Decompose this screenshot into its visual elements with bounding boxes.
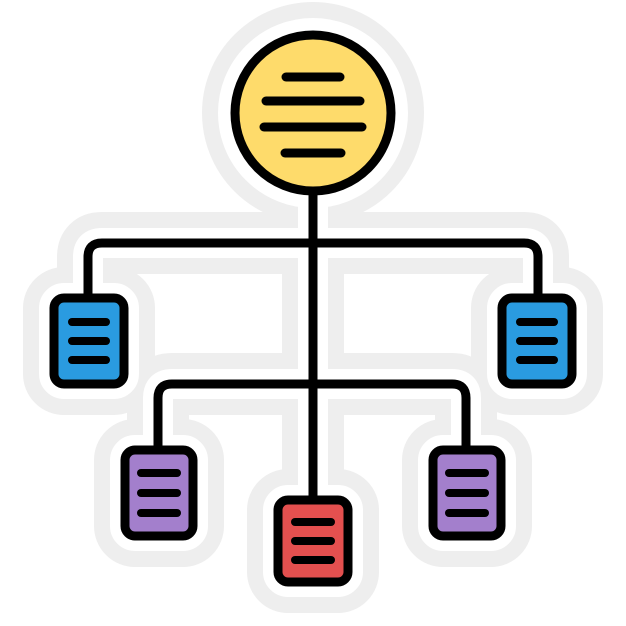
upper-branch-line bbox=[83, 238, 543, 305]
node-left-bottom-lines-icon bbox=[137, 469, 181, 517]
node-left-bottom bbox=[120, 445, 198, 541]
lower-branch-line bbox=[153, 379, 471, 457]
node-center-bottom-lines-icon bbox=[291, 518, 335, 564]
node-right-bottom bbox=[428, 445, 506, 541]
root-lines-icon bbox=[259, 72, 367, 158]
node-right-bottom-lines-icon bbox=[445, 469, 489, 517]
node-left-top bbox=[49, 293, 129, 389]
node-center-bottom bbox=[273, 495, 353, 587]
root-node bbox=[230, 30, 396, 196]
connector-lines bbox=[83, 188, 543, 505]
node-right-top-lines-icon bbox=[516, 318, 558, 364]
root-circle bbox=[230, 30, 396, 196]
node-left-top-lines-icon bbox=[68, 318, 110, 364]
node-right-top bbox=[497, 293, 577, 389]
